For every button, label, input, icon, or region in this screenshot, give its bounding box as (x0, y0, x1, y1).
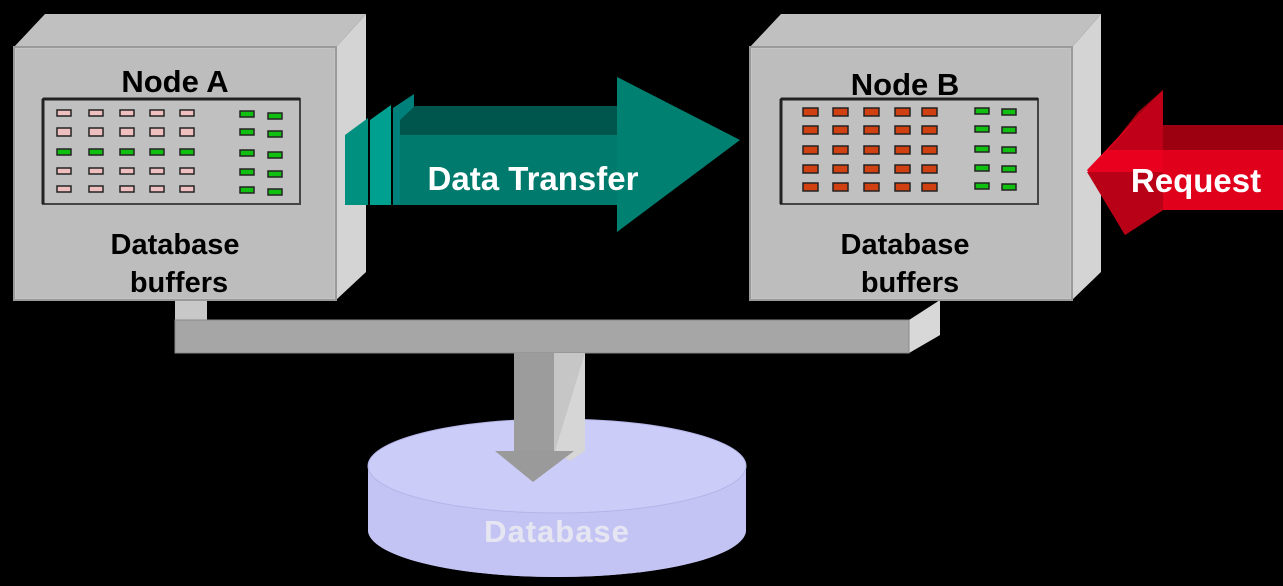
buffer-cell (921, 164, 938, 174)
buffer-status (1001, 165, 1017, 173)
down-arrow (495, 353, 585, 482)
buffer-cell (802, 125, 819, 135)
buffer-cell (894, 125, 911, 135)
buffer-cell (863, 125, 880, 135)
buffer-cell (894, 182, 911, 192)
buffer-status (1001, 126, 1017, 134)
node-b-title: Node B (851, 67, 960, 102)
buffer-cell (179, 127, 195, 137)
buffer-cell (863, 107, 880, 117)
buffer-cell (56, 167, 72, 175)
buffer-cell (921, 107, 938, 117)
buffer-cell (119, 109, 135, 117)
buffer-cell (149, 167, 165, 175)
buffer-cell (921, 145, 938, 155)
buffer-cell (832, 182, 849, 192)
buffer-cell (119, 148, 135, 156)
request-label: Request (1131, 162, 1261, 199)
buffer-cell (832, 107, 849, 117)
data-transfer-label: Data Transfer (428, 160, 639, 197)
buffer-cell (88, 127, 104, 137)
buffer-cell (921, 182, 938, 192)
buffer-status (239, 128, 255, 136)
buffer-status (974, 164, 990, 172)
buffer-status (974, 125, 990, 133)
buffer-cell (56, 109, 72, 117)
node-b-buffers (802, 107, 1017, 192)
node-b-box: Node B Database buffers (749, 14, 1101, 301)
buffer-status (267, 112, 283, 120)
buffer-cell (179, 148, 195, 156)
buffer-cell (119, 185, 135, 193)
buffer-cell (179, 185, 195, 193)
node-a-buffers (56, 109, 283, 196)
shared-bus (174, 300, 940, 354)
buffer-cell (802, 145, 819, 155)
buffer-status (974, 182, 990, 190)
buffer-status (239, 186, 255, 194)
node-a-box: Node A Database buffers (13, 14, 366, 301)
node-a-buffer-panel (42, 98, 301, 205)
buffer-cell (802, 164, 819, 174)
buffer-cell (88, 185, 104, 193)
buffer-status (974, 145, 990, 153)
buffer-cell (832, 125, 849, 135)
buffer-cell (88, 109, 104, 117)
buffer-cell (56, 127, 72, 137)
buffer-status (239, 110, 255, 118)
buffer-cell (56, 148, 72, 156)
buffer-cell (119, 167, 135, 175)
buffer-cell (56, 185, 72, 193)
buffer-cell (894, 145, 911, 155)
buffer-status (974, 107, 990, 115)
database-cylinder: Database (367, 418, 747, 577)
node-b-subtitle-line2: buffers (861, 267, 959, 299)
buffer-status (267, 188, 283, 196)
buffer-cell (894, 164, 911, 174)
buffer-status (239, 149, 255, 157)
database-label: Database (484, 514, 630, 549)
buffer-cell (802, 107, 819, 117)
buffer-cell (88, 148, 104, 156)
buffer-status (1001, 183, 1017, 191)
buffer-cell (179, 167, 195, 175)
data-transfer-arrow: Data Transfer (345, 77, 740, 232)
buffer-status (1001, 108, 1017, 116)
buffer-status (267, 170, 283, 178)
buffer-status (267, 151, 283, 159)
buffer-cell (149, 148, 165, 156)
buffer-status (267, 130, 283, 138)
node-a-title: Node A (121, 64, 228, 99)
node-b-subtitle-line1: Database (841, 229, 970, 261)
buffer-cell (179, 109, 195, 117)
buffer-cell (88, 167, 104, 175)
request-arrow: Request (1087, 90, 1283, 235)
buffer-cell (832, 164, 849, 174)
buffer-status (239, 168, 255, 176)
node-a-subtitle-line2: buffers (130, 267, 228, 299)
buffer-cell (863, 182, 880, 192)
buffer-cell (119, 127, 135, 137)
buffer-cell (149, 127, 165, 137)
buffer-cell (149, 109, 165, 117)
buffer-cell (863, 145, 880, 155)
buffer-cell (802, 182, 819, 192)
buffer-cell (863, 164, 880, 174)
node-a-subtitle-line1: Database (111, 229, 240, 261)
buffer-cell (894, 107, 911, 117)
buffer-cell (149, 185, 165, 193)
buffer-cell (832, 145, 849, 155)
buffer-status (1001, 146, 1017, 154)
buffer-cell (921, 125, 938, 135)
